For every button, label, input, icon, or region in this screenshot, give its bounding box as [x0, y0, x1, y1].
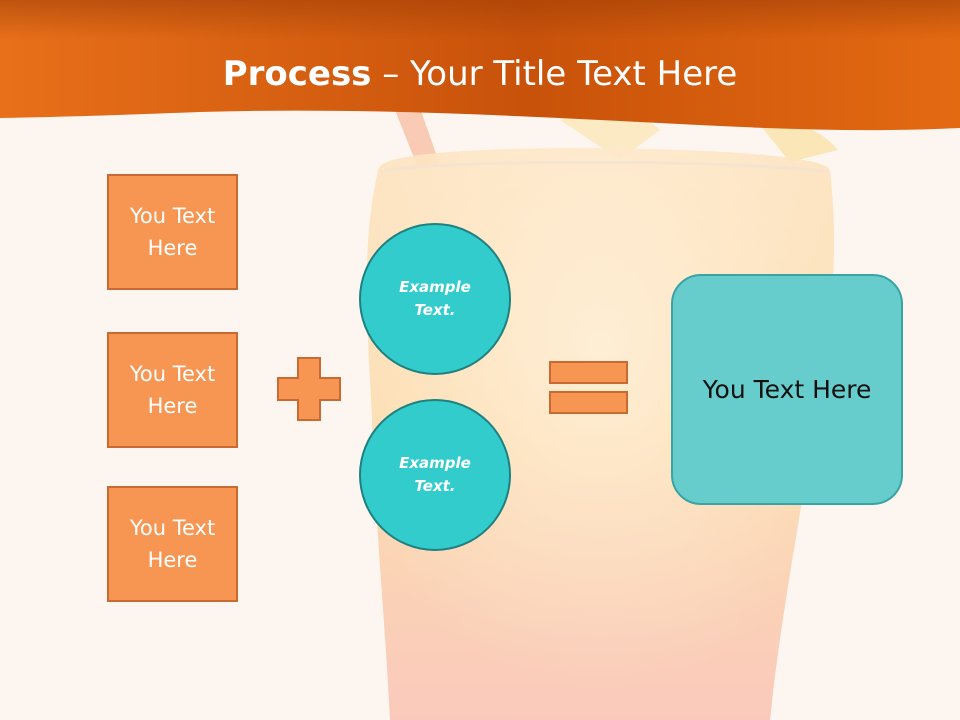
title-rest: – Your Title Text Here: [371, 54, 738, 94]
circle-2: Example Text.: [359, 399, 511, 551]
circle-2-label: Example Text.: [399, 454, 471, 495]
circle-1: Example Text.: [359, 223, 511, 375]
result-box: You Text Here: [671, 274, 903, 505]
title-bold: Process: [222, 54, 372, 94]
left-box-1-label: You Text Here: [129, 204, 216, 260]
left-box-1: You Text Here: [107, 174, 238, 290]
plus-icon: [277, 357, 341, 421]
left-box-3-label: You Text Here: [129, 516, 216, 572]
left-box-3: You Text Here: [107, 486, 238, 602]
circle-1-label: Example Text.: [399, 278, 471, 319]
equals-icon: [549, 361, 628, 414]
result-label: You Text Here: [702, 375, 872, 404]
left-box-2: You Text Here: [107, 332, 238, 448]
slide-title: Process – Your Title Text Here: [0, 52, 960, 96]
left-box-2-label: You Text Here: [129, 362, 216, 418]
